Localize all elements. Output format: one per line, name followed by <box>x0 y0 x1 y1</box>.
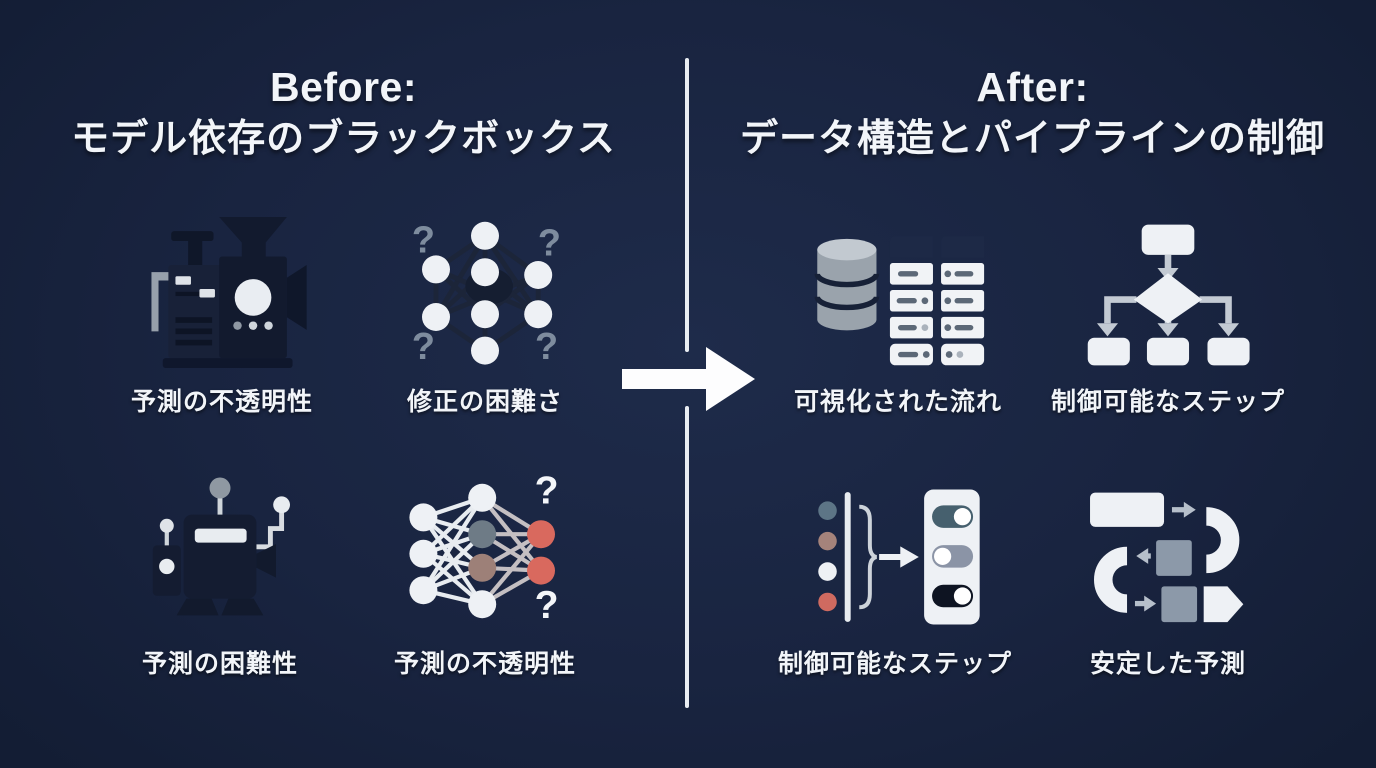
before-title-line1: Before: <box>269 64 418 110</box>
question-mark: ? <box>538 222 561 264</box>
figure-neural-network-error: ? ? 予測の不透明性 <box>335 458 635 680</box>
figure-flowchart: 制御可能なステップ <box>1018 196 1318 418</box>
neural-network-question-icon: ? ? ? ? <box>401 196 569 368</box>
figure-stable-flow: 安定した予測 <box>1018 458 1318 680</box>
after-title-line2: データ構造とパイプラインの制御 <box>739 118 1325 161</box>
after-title: After: データ構造とパイプラインの制御 <box>689 60 1376 164</box>
figure-toggle-pipeline: 制御可能なステップ <box>745 458 1045 680</box>
figure-label: 制御可能なステップ <box>777 650 1012 678</box>
figure-label: 予測の不透明性 <box>130 388 313 416</box>
question-mark: ? <box>412 326 435 368</box>
figure-label: 予測の困難性 <box>141 650 298 678</box>
question-mark: ? <box>412 220 435 262</box>
flowchart-icon <box>1082 196 1254 368</box>
question-mark: ? <box>535 584 559 627</box>
figure-database-table: 可視化された流れ <box>748 196 1048 418</box>
figure-label: 安定した予測 <box>1089 650 1246 678</box>
neural-network-error-icon: ? ? <box>401 458 569 630</box>
before-title: Before: モデル依存のブラックボックス <box>0 60 687 164</box>
figure-robot: 予測の困難性 <box>70 458 370 680</box>
vertical-divider-top <box>685 58 689 352</box>
figure-black-box-machine: 予測の不透明性 <box>72 196 372 418</box>
vertical-divider-bottom <box>685 406 689 708</box>
question-mark: ? <box>535 326 558 368</box>
black-box-machine-icon <box>137 196 307 368</box>
figure-label: 可視化された流れ <box>793 388 1002 416</box>
robot-icon <box>136 458 304 630</box>
right-arrow-icon <box>618 344 758 414</box>
figure-label: 修正の困難さ <box>406 388 563 416</box>
database-table-icon <box>809 196 987 368</box>
figure-label: 制御可能なステップ <box>1050 388 1285 416</box>
figure-neural-network-question: ? ? ? ? 修正の困難さ <box>335 196 635 418</box>
figure-label: 予測の不透明性 <box>393 650 576 678</box>
after-title-line1: After: <box>976 64 1089 110</box>
question-mark: ? <box>535 472 559 512</box>
toggle-pipeline-icon <box>809 458 981 630</box>
stable-flow-icon <box>1084 458 1252 630</box>
before-title-line2: モデル依存のブラックボックス <box>71 118 616 161</box>
